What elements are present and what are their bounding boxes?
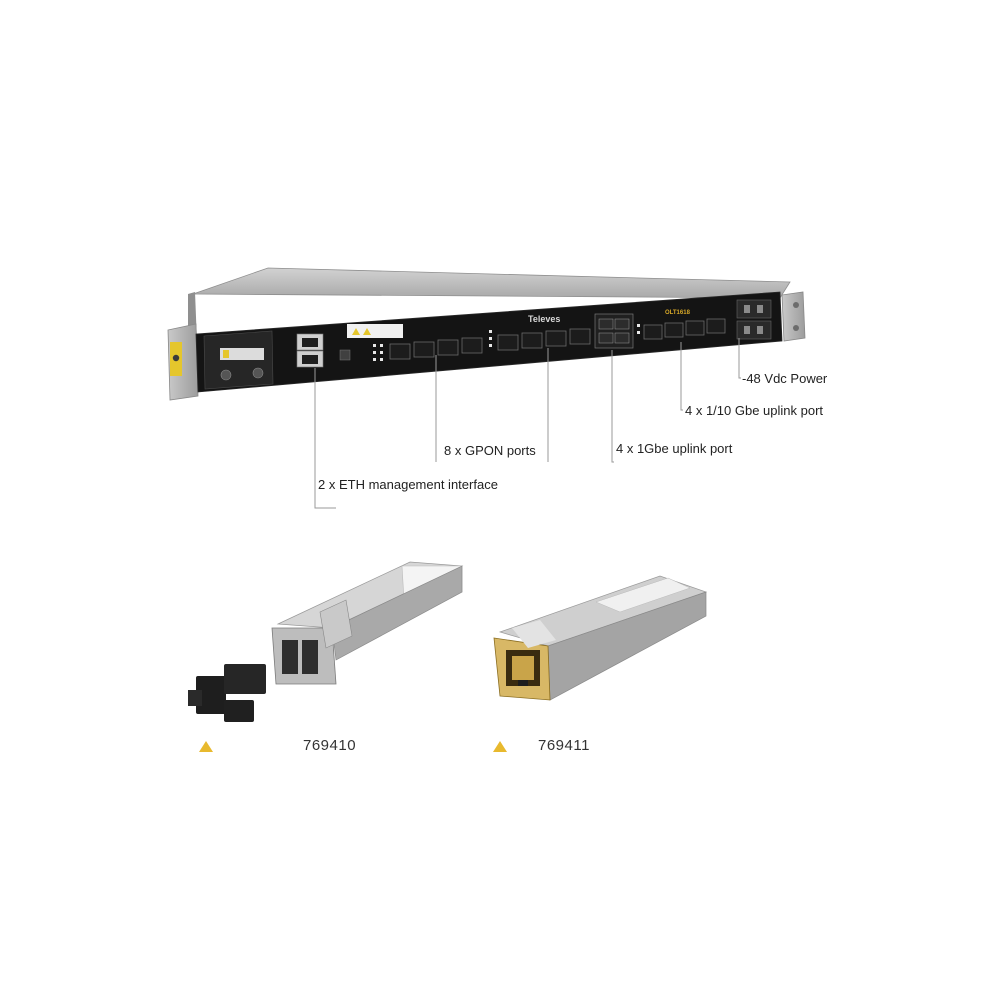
knob-icon (252, 367, 264, 379)
gpon-ports (389, 328, 591, 360)
uplink-leds (637, 324, 640, 334)
callout-gpon-label: 8 x GPON ports (444, 443, 536, 458)
uplink-10g-ports (643, 318, 726, 340)
uplink-1g-ports (594, 313, 634, 349)
status-leds (373, 344, 383, 361)
warning-triangle-icon (199, 741, 213, 752)
callout-line-uplink-1g (611, 350, 614, 463)
callout-eth-label: 2 x ETH management interface (318, 477, 498, 492)
rack-ear-right (781, 291, 806, 342)
callout-uplink-10g-label: 4 x 1/10 Gbe uplink port (685, 403, 824, 418)
brand-logo: Televes (528, 314, 560, 324)
console-port (339, 349, 351, 361)
warning-triangle-icon (352, 328, 360, 335)
callout-uplink-1g-label: 4 x 1Gbe uplink port (616, 441, 733, 456)
dc-power-connectors (736, 299, 772, 340)
info-label (347, 324, 403, 338)
chassis-top (192, 267, 791, 299)
dust-plug (188, 664, 266, 722)
sfp-module-fiber (188, 561, 464, 722)
fiber-receptacle (282, 640, 298, 674)
knob-icon (220, 369, 232, 381)
model-label: OLT1618 (665, 310, 691, 316)
warning-triangle-icon (493, 741, 507, 752)
ear-screw-hole (793, 302, 799, 308)
callout-power-label: -48 Vdc Power (742, 371, 828, 386)
callout-line-power (738, 338, 741, 379)
ear-screw-hole (793, 325, 799, 331)
fiber-receptacle (302, 640, 318, 674)
product-code-769411: 769411 (538, 737, 590, 754)
ground-screw-icon (172, 354, 180, 362)
callout-line-uplink-10g (680, 342, 683, 411)
sfp-module-rj45 (493, 575, 708, 701)
gpon-leds (489, 330, 492, 347)
module-warning-label (220, 348, 264, 360)
warning-triangle-icon (363, 328, 371, 335)
callout-lines (314, 338, 741, 509)
eth-management-ports (296, 333, 324, 368)
caution-sticker-icon (223, 350, 229, 358)
product-code-769410: 769410 (303, 737, 357, 754)
chassis-front-panel (195, 291, 783, 393)
callout-line-eth (314, 368, 336, 509)
